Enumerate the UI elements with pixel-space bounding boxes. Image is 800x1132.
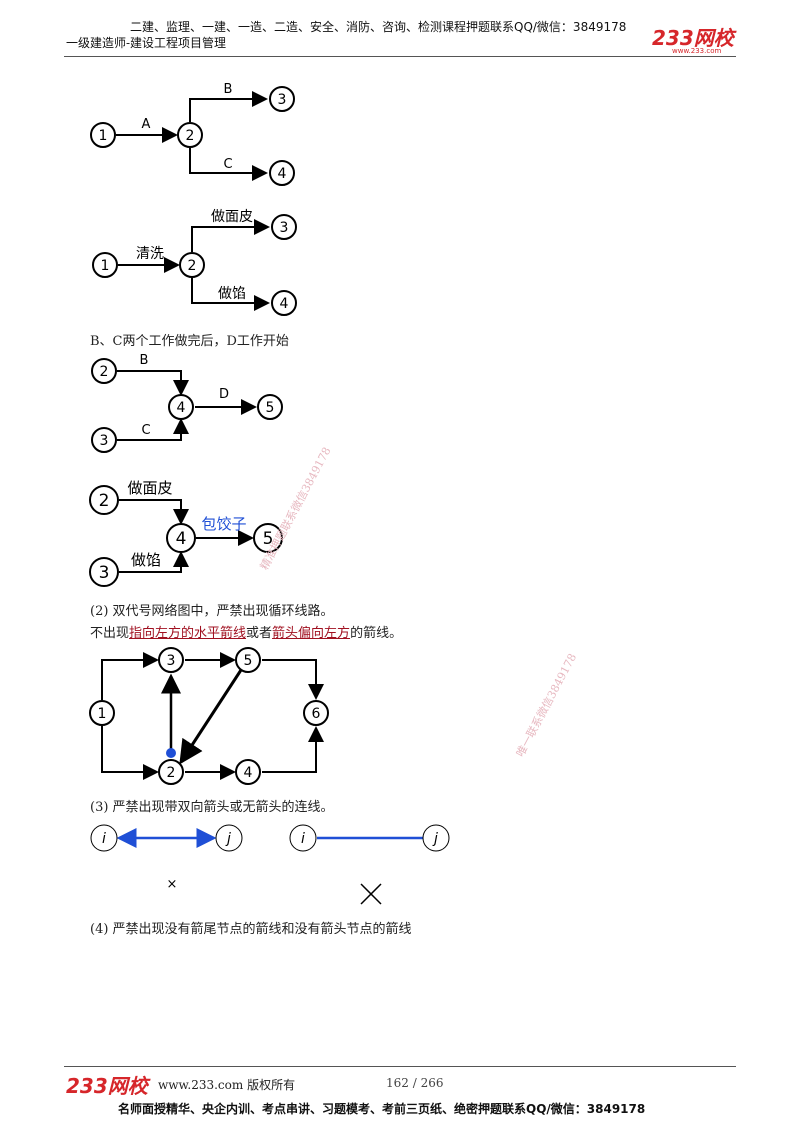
edge-label: 包饺子	[201, 515, 246, 533]
node-label: i	[301, 831, 305, 847]
rule-2-mid: 或者	[246, 626, 273, 641]
wrong-mark-large	[360, 883, 382, 905]
node	[269, 86, 295, 112]
rule-2-prefix: 不出现	[90, 626, 130, 641]
caption-bc-then-d: B、C两个工作做完后，D工作开始	[90, 334, 289, 349]
node	[303, 700, 329, 726]
node	[91, 358, 117, 384]
node	[235, 759, 261, 785]
node-label: 4	[176, 529, 187, 549]
diagram-bcd-merge: 2 3 4 5 B C D	[91, 353, 283, 453]
node	[177, 122, 203, 148]
edge-label: 做馅	[131, 551, 161, 569]
node-label: 2	[100, 364, 109, 380]
footer-divider	[64, 1066, 736, 1067]
header-logo-site: www.233.com	[672, 47, 722, 55]
node-label: 1	[101, 258, 110, 274]
rule-2-highlight-1: 指向左方的水平箭线	[129, 626, 247, 641]
watermark: 唯一联系微信3849178	[513, 651, 580, 760]
node	[269, 160, 295, 186]
node	[257, 394, 283, 420]
node	[158, 647, 184, 673]
node-label: 4	[177, 400, 186, 416]
rule-2-suffix: 的箭线。	[350, 626, 403, 641]
node	[158, 759, 184, 785]
node-label: 3	[280, 220, 289, 236]
node-label: 2	[186, 128, 195, 144]
diagram-dumpling-merge: 2 3 4 5 做面皮 做馅 包饺子	[89, 479, 283, 587]
node	[168, 394, 194, 420]
node-label: j	[225, 831, 231, 847]
node	[90, 122, 116, 148]
edge-label: B	[224, 82, 233, 97]
header-logo-text: 233网校	[652, 26, 734, 50]
node	[89, 700, 115, 726]
node	[253, 523, 283, 553]
node-label: 2	[99, 491, 110, 511]
node-label: 5	[266, 400, 275, 416]
node-label: 1	[98, 706, 107, 722]
node	[89, 557, 119, 587]
node-label: 3	[100, 433, 109, 449]
node	[179, 252, 205, 278]
footer-site: www.233.com 版权所有	[158, 1078, 296, 1092]
node-label: 4	[244, 765, 253, 781]
node-label: 3	[167, 653, 176, 669]
node-label: 2	[188, 258, 197, 274]
rule-4-text: (4) 严禁出现没有箭尾节点的箭线和没有箭头节点的箭线	[90, 922, 412, 937]
node	[91, 427, 117, 453]
rule-2-detail: 不出现指向左方的水平箭线或者箭头偏向左方的箭线。	[90, 622, 402, 641]
edge-label: B	[140, 353, 149, 368]
edge-label: A	[142, 117, 151, 132]
diagram-cycle: 1 2 3 4 5 6	[89, 647, 329, 785]
node	[289, 824, 317, 852]
node	[89, 485, 119, 515]
node-label: 4	[280, 296, 289, 312]
node	[92, 252, 118, 278]
edge-label: 做面皮	[211, 209, 253, 225]
edge-label: D	[219, 387, 229, 402]
node	[271, 214, 297, 240]
wrong-mark-small: ×	[167, 877, 178, 892]
edge-label: 清洗	[136, 246, 164, 262]
edge-label: 做面皮	[127, 479, 172, 497]
diagram-dumpling-split: 1 2 3 4 清洗 做面皮 做馅	[92, 209, 297, 316]
footer-promo: 名师面授精华、央企内训、考点串讲、习题模考、考前三页纸、绝密押题联系QQ/微信：…	[118, 1102, 646, 1116]
node-label: j	[432, 831, 438, 847]
diagram-abc: 1 2 3 4 A B C	[90, 82, 295, 186]
rule-3-text: (3) 严禁出现带双向箭头或无箭头的连线。	[90, 800, 334, 815]
node-label: 3	[99, 563, 110, 583]
node-label: 6	[312, 706, 321, 722]
node-label: i	[102, 831, 106, 847]
rule-2-highlight-2: 箭头偏向左方	[272, 626, 351, 641]
node-label: 1	[99, 128, 108, 144]
highlight-dot	[166, 748, 176, 758]
node-label: 3	[278, 92, 287, 108]
page-number: 162 / 266	[386, 1076, 444, 1090]
node-label: 2	[167, 765, 176, 781]
node	[90, 824, 118, 852]
header-promo: 二建、监理、一建、一造、二造、安全、消防、咨询、检测课程押题联系QQ/微信：38…	[130, 20, 627, 34]
node-label: 5	[263, 529, 274, 549]
node	[271, 290, 297, 316]
node-label: 4	[278, 166, 287, 182]
edge-label: C	[223, 157, 232, 172]
footer-logo: 233网校	[66, 1074, 148, 1098]
header-course: 一级建造师-建设工程项目管理	[66, 36, 227, 50]
rule-2-text: (2) 双代号网络图中，严禁出现循环线路。	[90, 604, 334, 619]
header-divider	[64, 56, 736, 57]
node	[166, 523, 196, 553]
node	[215, 824, 243, 852]
edge-label: 做馅	[218, 286, 246, 302]
node	[422, 824, 450, 852]
edge-label: C	[141, 423, 150, 438]
diagram-invalid-links: i j i j ×	[90, 824, 450, 905]
node	[235, 647, 261, 673]
node-label: 5	[244, 653, 253, 669]
